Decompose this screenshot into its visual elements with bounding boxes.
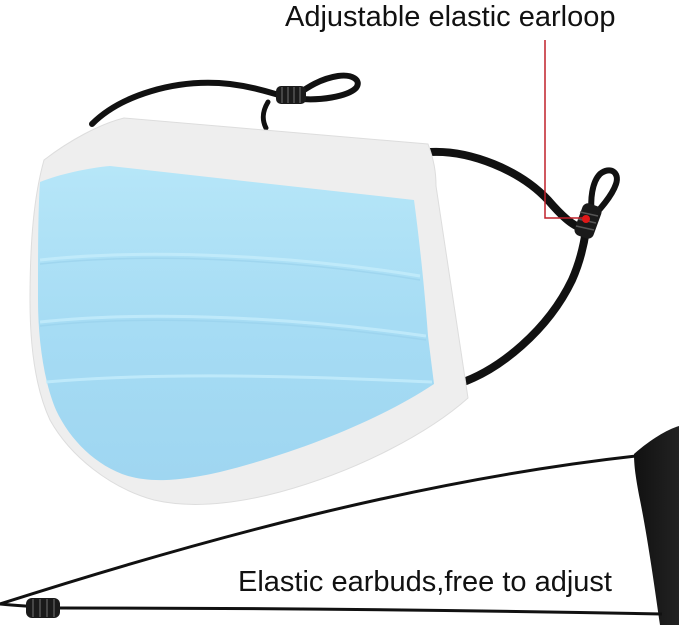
callout-line: [544, 40, 584, 219]
top-earloop: [89, 72, 361, 127]
callout-dot: [582, 215, 590, 223]
mask-blue-panel: [38, 166, 434, 481]
top-toggle-icon: [276, 86, 306, 104]
bottom-toggle-icon: [26, 598, 60, 618]
right-earloop: [426, 147, 586, 232]
bottom-elastic-cord: [0, 454, 637, 606]
earbuds-label: Elastic earbuds,free to adjust: [238, 566, 612, 598]
earloop-label: Adjustable elastic earloop: [285, 1, 616, 33]
bottom-fabric-strap: [634, 426, 679, 625]
